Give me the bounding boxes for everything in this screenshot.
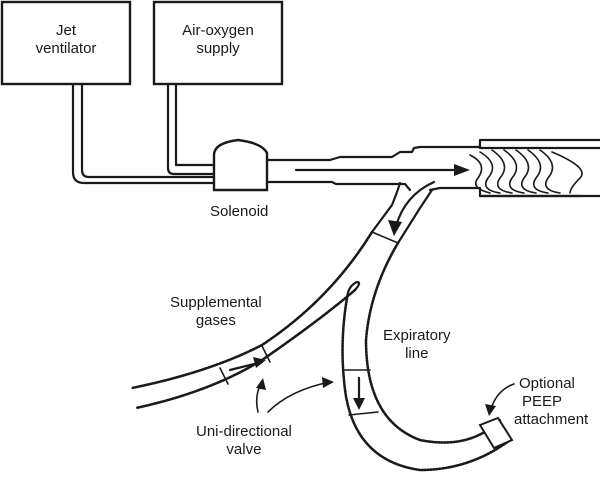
peep-pointer-arrow: [485, 383, 515, 416]
air-oxygen-line-2: supply: [196, 40, 240, 57]
jet-ventilator-box: [0, 0, 132, 86]
jet-ventilator-line-1: Jet: [55, 22, 76, 39]
solenoid-label: Solenoid: [210, 203, 269, 220]
expiratory-line-label: Expiratory line: [383, 327, 451, 363]
valve-label: Uni-directional valve: [196, 423, 292, 459]
peep-line-2: PEEP: [522, 393, 563, 410]
valve-line-2: valve: [226, 441, 262, 458]
peep-attachment: [478, 416, 514, 450]
supplemental-gases-tube: [130, 230, 374, 410]
expiratory-line-2: line: [405, 345, 429, 362]
supplemental-line-1: Supplemental: [170, 294, 262, 311]
expiratory-tube: [341, 241, 512, 472]
air-oxygen-box: [152, 0, 284, 86]
valve-line-1: Uni-directional: [196, 423, 292, 440]
solenoid: [212, 138, 269, 192]
supplemental-gases-label: Supplemental gases: [170, 294, 262, 330]
supplemental-line-2: gases: [195, 312, 236, 329]
airway-waves: [469, 149, 583, 194]
branch-tube: [370, 181, 434, 245]
jet-ventilator-tube: [71, 82, 216, 185]
valve-pointer-arrows: [255, 377, 334, 413]
inspiratory-arrow: [294, 164, 470, 176]
peep-line-1: Optional: [519, 375, 575, 392]
air-oxygen-line-1: Air-oxygen: [182, 22, 254, 39]
air-oxygen-tube: [166, 82, 216, 176]
peep-label: Optional PEEP attachment: [514, 375, 588, 429]
jet-ventilator-label: Jet ventilator: [2, 22, 130, 58]
peep-line-3: attachment: [514, 411, 589, 428]
expiratory-arrow: [388, 180, 436, 236]
air-oxygen-label: Air-oxygen supply: [154, 22, 282, 58]
jet-ventilator-line-2: ventilator: [35, 40, 97, 57]
expiratory-line-1: Expiratory: [383, 327, 451, 344]
main-tube: [265, 138, 600, 198]
